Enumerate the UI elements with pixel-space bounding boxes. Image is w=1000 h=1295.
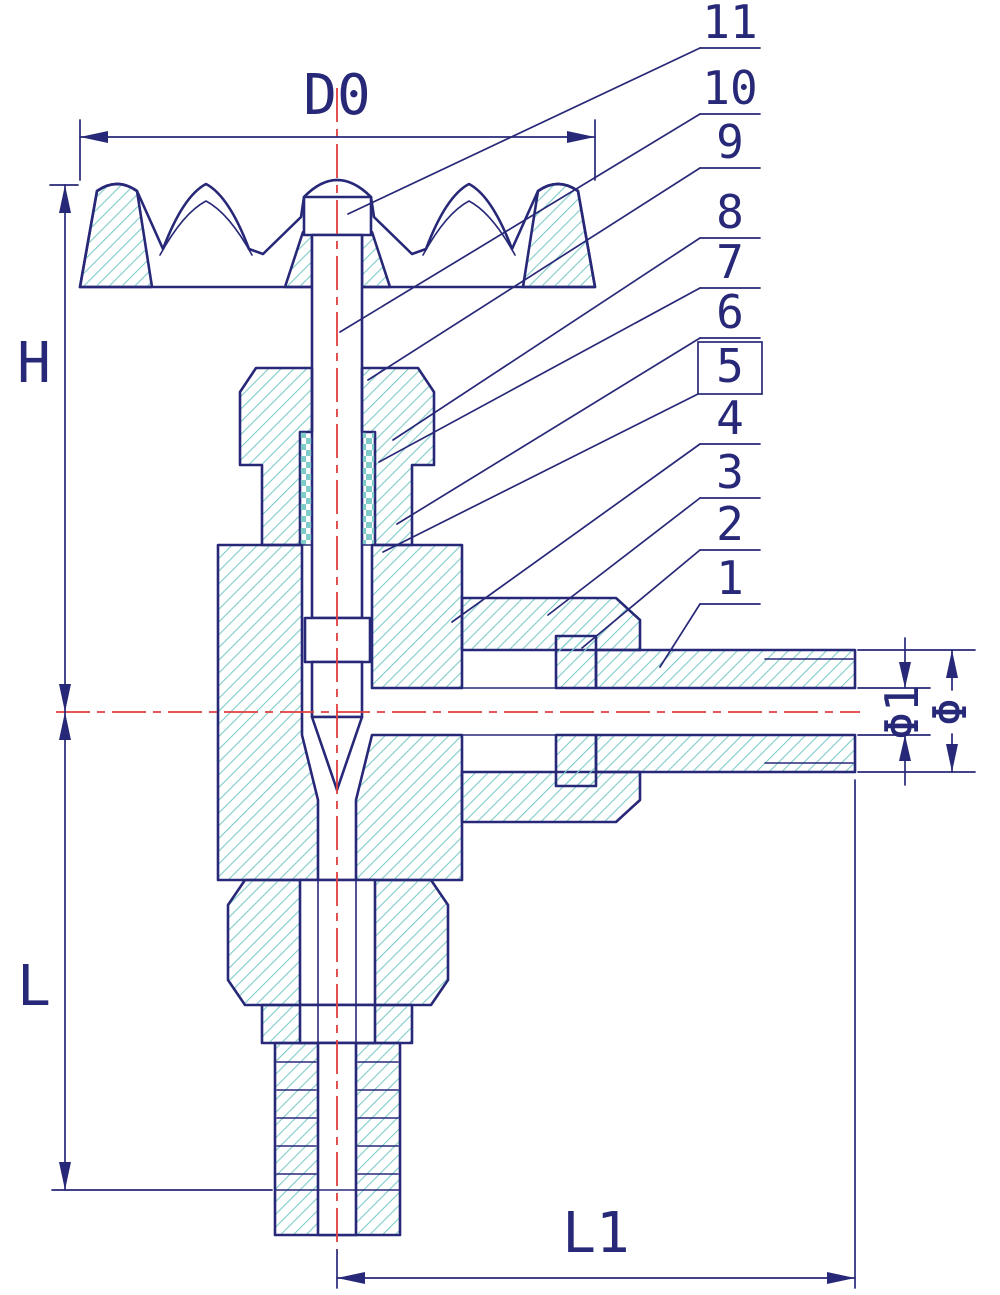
centerlines: [56, 88, 860, 1250]
handwheel-spoke-inner-right: [422, 200, 516, 256]
bottom-connection: [226, 878, 450, 1237]
handwheel-spoke-inner-left: [159, 200, 253, 256]
part-callout-7: 7: [378, 235, 761, 463]
svg-text:11: 11: [702, 0, 757, 49]
bottom-pipe-threads: [276, 1061, 399, 1175]
svg-text:9: 9: [716, 115, 744, 169]
svg-text:6: 6: [716, 285, 744, 339]
dim-label-l1: L1: [562, 1201, 629, 1266]
packing-right: [361, 431, 376, 546]
union-nut-bottom-section: [460, 770, 642, 824]
part-callout-10: 10: [339, 61, 761, 333]
dimension-h: H: [17, 184, 79, 713]
part-callout-9: 9: [367, 115, 761, 381]
dim-label-h: H: [17, 331, 51, 396]
part-callout-1: 1: [659, 551, 761, 668]
dim-label-l: L: [17, 954, 51, 1019]
svg-text:7: 7: [716, 235, 744, 289]
svg-text:2: 2: [716, 497, 744, 551]
dim-label-phi1: Φ1: [875, 684, 929, 739]
body-right-upper-section: [370, 543, 464, 690]
part-callout-2: 2: [581, 497, 761, 649]
dim-label-d0: D0: [303, 63, 370, 128]
svg-text:8: 8: [716, 185, 744, 239]
packing-left: [299, 431, 313, 546]
part-5-box: [697, 341, 763, 395]
part-callout-11: 11: [347, 0, 761, 215]
dimension-phi1: Φ1: [857, 637, 931, 786]
dimension-l1: L1: [336, 779, 856, 1289]
part-callout-3: 3: [547, 445, 761, 616]
bonnet: [238, 366, 436, 547]
outlet-assembly: [460, 596, 857, 824]
svg-text:3: 3: [716, 445, 744, 499]
stem-nut-dome: [302, 178, 373, 199]
dimension-phi: Φ: [857, 649, 977, 773]
handwheel-rim-left-section: [78, 182, 154, 289]
part-callout-8: 8: [392, 185, 761, 441]
svg-text:5: 5: [716, 339, 744, 393]
part-callout-4: 4: [451, 391, 761, 623]
svg-text:4: 4: [716, 391, 744, 445]
pipe-flange-bottom-section: [554, 733, 598, 788]
pipe-flange-top-section: [554, 634, 598, 690]
dimension-d0: D0: [79, 63, 596, 181]
part-callout-6: 6: [396, 285, 761, 525]
svg-text:10: 10: [702, 61, 757, 115]
svg-text:1: 1: [716, 551, 744, 605]
body-right-lower-section: [354, 733, 464, 882]
outlet-pipe-bottom-wall: [594, 733, 857, 774]
union-nut-top-section: [460, 596, 642, 652]
dimension-l: L: [17, 711, 273, 1191]
part-callouts: 11 10 9 8 7 6 5: [339, 0, 763, 668]
part-callout-5: 5: [382, 339, 763, 553]
dim-label-phi: Φ: [923, 698, 977, 726]
outlet-pipe-top-wall: [594, 648, 857, 690]
